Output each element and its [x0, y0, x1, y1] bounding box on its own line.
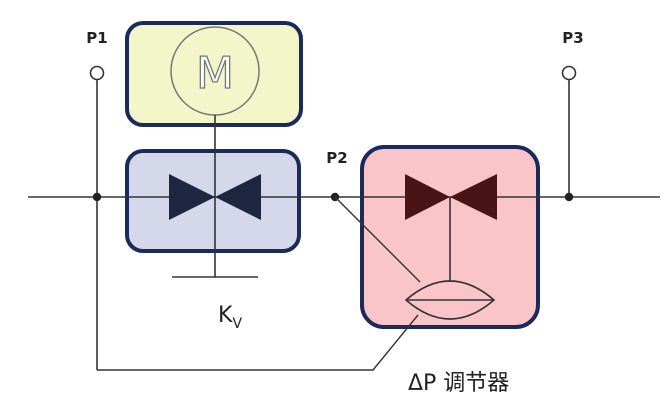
p2-label: P2	[326, 149, 347, 167]
differential-pressure-line	[97, 314, 419, 371]
regulator-label: ΔP 调节器	[408, 371, 509, 396]
p2-sense-line	[334, 196, 421, 283]
p1-gauge-point	[89, 65, 105, 81]
p3-gauge-point	[561, 65, 577, 81]
p3-junction-dot	[564, 192, 574, 202]
p3-label: P3	[562, 29, 583, 47]
control-valve-box	[125, 149, 301, 253]
motor-box	[125, 21, 303, 127]
kv-label-subscript: V	[232, 316, 242, 332]
p1-label: P1	[86, 29, 107, 47]
p1-junction-dot	[92, 192, 102, 202]
regulator-valve-symbol	[405, 174, 497, 220]
kv-label: KV	[218, 303, 242, 332]
motor-label: M	[196, 48, 234, 99]
kv-label-main: K	[218, 303, 233, 328]
diaphragm-actuator-symbol	[404, 280, 496, 320]
control-valve-symbol	[169, 174, 261, 220]
